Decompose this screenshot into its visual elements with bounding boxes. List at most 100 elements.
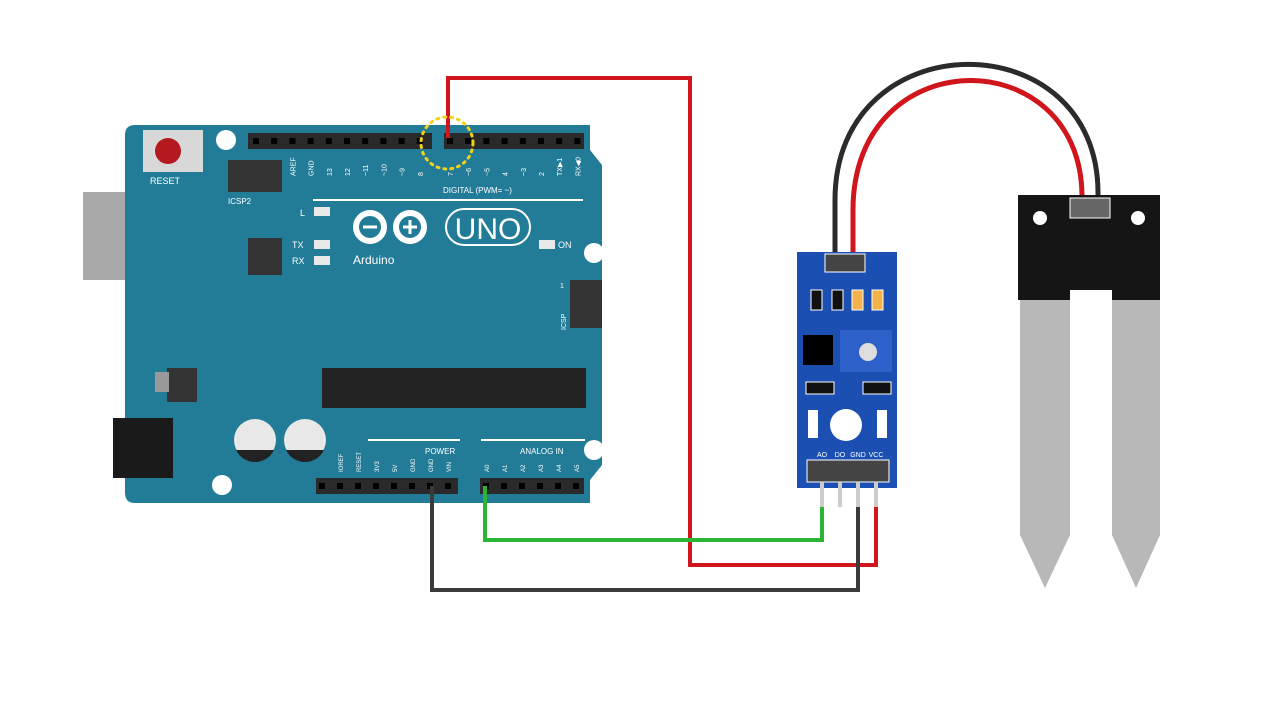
header-pin[interactable]: [380, 138, 387, 144]
icsp2-label: ICSP2: [228, 197, 252, 206]
analog-pin-label: A3: [539, 464, 545, 472]
power-pin-label: GND: [411, 458, 417, 472]
digital-pin-label: ~10: [381, 164, 388, 176]
header-pin[interactable]: [409, 483, 415, 489]
icsp-header: [570, 280, 602, 328]
header-pin[interactable]: [253, 138, 259, 144]
pin7-highlight: [419, 115, 475, 171]
led-on-label: ON: [558, 240, 572, 250]
digital-label: DIGITAL (PWM= ~): [443, 186, 512, 195]
header-pin[interactable]: [337, 483, 343, 489]
digital-pin-label: ~6: [466, 168, 473, 176]
power-label: POWER: [425, 447, 455, 456]
wire-green-ao: [483, 486, 824, 542]
capacitor: [234, 419, 276, 463]
led-rx-label: RX: [292, 256, 305, 266]
digital-pin-label: ~5: [484, 168, 491, 176]
wire-probe-black: [832, 62, 1101, 252]
header-pin[interactable]: [501, 483, 507, 489]
header-pin[interactable]: [289, 138, 296, 144]
icsp-label: ICSP: [561, 313, 568, 330]
power-header: [316, 478, 458, 494]
digital-pin-label: AREF: [290, 157, 297, 176]
usb-chip: [248, 238, 282, 275]
led-l: [314, 207, 330, 216]
icsp-pin1-label: 1: [560, 283, 564, 290]
header-pin[interactable]: [483, 138, 490, 144]
header-pin[interactable]: [325, 138, 332, 144]
logo-text: Arduino: [353, 253, 395, 267]
header-pin[interactable]: [391, 483, 397, 489]
soil-moisture-probe: [1018, 195, 1160, 588]
power-pin-label: 3V3: [375, 461, 381, 472]
analog-pin-label: A1: [503, 464, 509, 472]
led-rx: [314, 256, 330, 265]
module-pin-do: DO: [835, 452, 846, 459]
analog-pin-label: A2: [521, 464, 527, 472]
header-pin[interactable]: [519, 483, 525, 489]
power-pin-label: 5V: [393, 465, 399, 472]
capacitor: [284, 419, 326, 463]
power-pin-label: RESET: [357, 452, 363, 472]
model-label: UNO: [455, 213, 522, 246]
led-on: [539, 240, 555, 249]
module-pin-ao: AO: [817, 452, 828, 459]
module-pin-gnd: GND: [850, 452, 866, 459]
analog-label: ANALOG IN: [520, 447, 564, 456]
digital-pin-label: 2: [539, 172, 546, 176]
header-pin[interactable]: [447, 138, 453, 144]
digital-pin-label: 13: [327, 168, 334, 176]
header-pin[interactable]: [362, 138, 369, 144]
led-l-label: L: [300, 208, 305, 218]
microcontroller: [322, 368, 586, 408]
led-tx-label: TX: [292, 240, 304, 250]
header-pin[interactable]: [555, 483, 561, 489]
header-pin[interactable]: [501, 138, 508, 144]
reset-label: RESET: [150, 176, 181, 186]
header-pin[interactable]: [556, 138, 563, 144]
header-pin[interactable]: [574, 138, 581, 144]
header-pin[interactable]: [271, 138, 278, 144]
analog-pin-label: A0: [485, 464, 491, 472]
header-pin[interactable]: [398, 138, 405, 144]
wire-black-gnd: [430, 486, 860, 592]
analog-pin-label: A4: [557, 464, 563, 472]
led-tx: [314, 240, 330, 249]
header-pin[interactable]: [344, 138, 350, 144]
digital-pin-label: GND: [309, 160, 316, 176]
header-pin[interactable]: [319, 483, 325, 489]
header-pin[interactable]: [373, 483, 379, 489]
header-pin[interactable]: [465, 138, 472, 144]
wire-red-vcc: [446, 76, 878, 567]
digital-pin-label: ~9: [400, 168, 407, 176]
arduino-board: [125, 125, 602, 503]
digital-pin-label: TX▶1: [557, 158, 564, 176]
power-pin-label: IOREF: [339, 453, 345, 472]
digital-pin-label: 4: [503, 172, 510, 176]
header-pin[interactable]: [573, 483, 579, 489]
digital-header-right: [444, 133, 584, 149]
header-pin[interactable]: [355, 483, 361, 489]
header-pin[interactable]: [538, 138, 544, 144]
digital-header-left: [248, 133, 432, 149]
digital-pin-label: 7: [448, 172, 455, 176]
digital-pin-label: ~3: [521, 168, 528, 176]
header-pin[interactable]: [445, 483, 451, 489]
analog-header: [480, 478, 584, 494]
header-pin[interactable]: [537, 483, 543, 489]
power-pin-label: GND: [429, 458, 435, 472]
analog-pin-label: A5: [575, 464, 581, 472]
reset-button[interactable]: [143, 130, 203, 172]
arduino-logo: [353, 208, 531, 246]
icsp2-header: [228, 160, 282, 192]
header-pin[interactable]: [519, 138, 526, 144]
voltage-regulator: [167, 368, 197, 402]
digital-pin-label: 8: [418, 172, 425, 176]
module-pin-vcc: VCC: [869, 452, 884, 459]
digital-pin-label: 12: [345, 168, 352, 176]
sensor-module: [797, 252, 897, 507]
header-pin[interactable]: [307, 138, 314, 144]
header-pin[interactable]: [416, 138, 423, 144]
wire-probe-red: [850, 78, 1085, 252]
